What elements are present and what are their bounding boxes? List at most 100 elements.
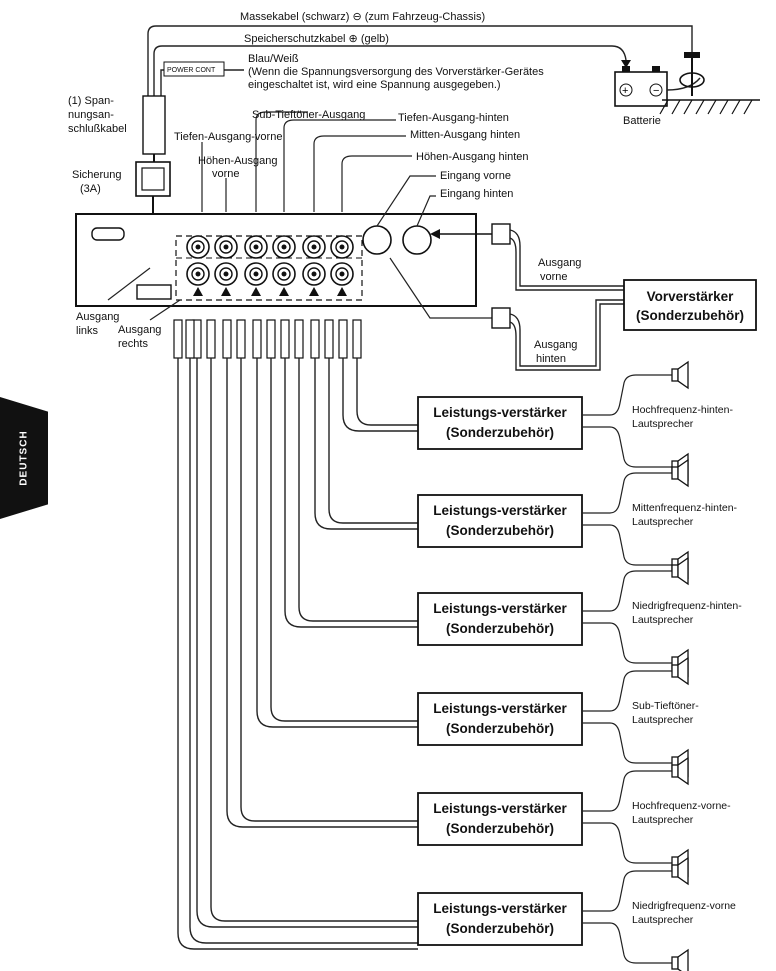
speaker-label: Lautsprecher xyxy=(632,614,694,626)
speaker-icon xyxy=(671,458,689,488)
up-arrow-icon xyxy=(193,287,203,296)
rca-jack-icon xyxy=(272,235,296,259)
power-amplifier-box xyxy=(417,792,583,846)
rca-cable xyxy=(270,358,418,722)
battery-label: Batterie xyxy=(623,115,661,127)
rca-cables xyxy=(173,319,418,950)
rca-plug-icon xyxy=(192,319,216,359)
power-amplifier-box xyxy=(417,892,583,946)
leader-out-right xyxy=(149,299,181,321)
input-front-label: Eingang vorne xyxy=(440,170,511,182)
out-left-label-2: links xyxy=(76,325,99,337)
speaker-label: Lautsprecher xyxy=(632,914,694,926)
power-cable-label-1: (1) Span- xyxy=(68,95,114,107)
battery-icon: + − xyxy=(614,66,668,107)
power-amplifier-title: Leistungs-verstärker xyxy=(433,701,567,716)
rca-jack-icon xyxy=(330,262,354,286)
speaker-icon xyxy=(671,948,689,971)
treble-front-label-2: vorne xyxy=(212,168,240,180)
power-amplifier: Leistungs-verstärker(Sonderzubehör)Sub-T… xyxy=(417,656,699,778)
power-cable-label-2: nungsan- xyxy=(68,109,114,121)
treble-front-label-1: Höhen-Ausgang xyxy=(198,155,278,167)
speaker-label: Hochfrequenz-hinten- xyxy=(632,404,733,416)
rca-cable xyxy=(342,358,418,432)
rca-cable xyxy=(177,358,418,950)
up-arrow-icon xyxy=(337,287,347,296)
speaker-label: Lautsprecher xyxy=(632,814,694,826)
out-right-label-1: Ausgang xyxy=(118,324,161,336)
power-amplifier-title: Leistungs-verstärker xyxy=(433,801,567,816)
rca-plug-icon xyxy=(173,319,195,359)
power-cont-label: POWER CONT xyxy=(167,67,216,74)
speaker-wire xyxy=(582,922,672,964)
rca-jack-icon xyxy=(214,235,238,259)
preamp-title: Vorverstärker xyxy=(647,289,735,304)
power-amplifier: Leistungs-verstärker(Sonderzubehör)Niedr… xyxy=(417,556,742,678)
power-amplifier-subtitle: (Sonderzubehör) xyxy=(446,523,554,538)
rca-cable xyxy=(210,358,418,922)
speaker-label: Hochfrequenz-vorne- xyxy=(632,800,731,812)
speaker-wire xyxy=(582,374,672,416)
preamp-plugs xyxy=(491,223,624,371)
power-amplifier: Leistungs-verstärker(Sonderzubehör)Niedr… xyxy=(417,856,736,971)
input-rear-link xyxy=(389,257,492,319)
power-amplifier-subtitle: (Sonderzubehör) xyxy=(446,425,554,440)
language-tab: DEUTSCH xyxy=(0,397,48,519)
speaker-label: Lautsprecher xyxy=(632,516,694,528)
blue-white-note-2: eingeschaltet ist, wird eine Spannung au… xyxy=(248,79,501,91)
speaker-wire xyxy=(582,722,672,764)
speaker-label: Niedrigfrequenz-vorne xyxy=(632,900,736,912)
power-amplifier-subtitle: (Sonderzubehör) xyxy=(446,621,554,636)
speaker-wire xyxy=(582,822,672,864)
rca-jack-icon xyxy=(272,262,296,286)
rca-cable xyxy=(226,358,418,828)
speaker-icon xyxy=(671,756,689,786)
blue-white-label: Blau/Weiß xyxy=(248,53,299,65)
rca-cable xyxy=(298,358,418,622)
power-amplifier-title: Leistungs-verstärker xyxy=(433,901,567,916)
ground-cable-label: Massekabel (schwarz) ⊖ (zum Fahrzeug-Cha… xyxy=(240,11,485,23)
leader-bass-rear xyxy=(283,119,396,212)
power-amplifier-title: Leistungs-verstärker xyxy=(433,503,567,518)
input-rear-jack xyxy=(402,225,432,255)
rca-jack-icon xyxy=(186,262,210,286)
speaker-icon xyxy=(671,856,689,886)
speaker-label: Sub-Tieftöner- xyxy=(632,700,699,712)
speaker-label: Niedrigfrequenz-hinten- xyxy=(632,600,742,612)
out-front-label-2: vorne xyxy=(540,271,568,283)
out-left-label-1: Ausgang xyxy=(76,311,119,323)
speaker-wire xyxy=(582,670,672,712)
rca-cable xyxy=(240,358,418,822)
power-amplifiers: Leistungs-verstärker (Sonderzubehör) Hochf… xyxy=(417,360,742,971)
leader-out-left xyxy=(107,267,151,301)
rca-cable xyxy=(328,358,418,524)
speaker-label: Lautsprecher xyxy=(632,418,694,430)
power-amplifier-box xyxy=(417,692,583,746)
power-amplifier-subtitle: (Sonderzubehör) xyxy=(446,821,554,836)
power-cont-plug xyxy=(163,61,225,77)
speaker-icon xyxy=(671,360,689,390)
out-rear-label-2: hinten xyxy=(536,353,566,365)
speaker-wire xyxy=(582,622,672,664)
ground-cable-wire xyxy=(147,25,693,96)
fuse-label-1: Sicherung xyxy=(72,169,122,181)
speaker-wire xyxy=(582,524,672,566)
rca-cable xyxy=(196,358,418,928)
subwoofer-out-label: Sub-Tieftöner-Ausgang xyxy=(252,109,365,121)
rca-jack-icon xyxy=(214,262,238,286)
power-amplifier-title: Leistungs-verstärker xyxy=(433,405,567,420)
fuse-label-2: (3A) xyxy=(80,183,101,195)
speaker-wire xyxy=(582,770,672,812)
rca-plug-icon xyxy=(252,319,276,359)
speaker-icon xyxy=(671,556,689,586)
speaker-wire xyxy=(582,472,672,514)
rca-jack-icon xyxy=(244,235,268,259)
mid-rear-label: Mitten-Ausgang hinten xyxy=(410,129,520,141)
power-amplifier-box xyxy=(417,396,583,450)
out-right-label-2: rechts xyxy=(118,338,148,350)
treble-rear-label: Höhen-Ausgang hinten xyxy=(416,151,529,163)
rca-cable xyxy=(314,358,418,530)
rca-plug-icon xyxy=(310,319,334,359)
up-arrow-icon xyxy=(221,287,231,296)
leader-input-front xyxy=(376,175,436,227)
